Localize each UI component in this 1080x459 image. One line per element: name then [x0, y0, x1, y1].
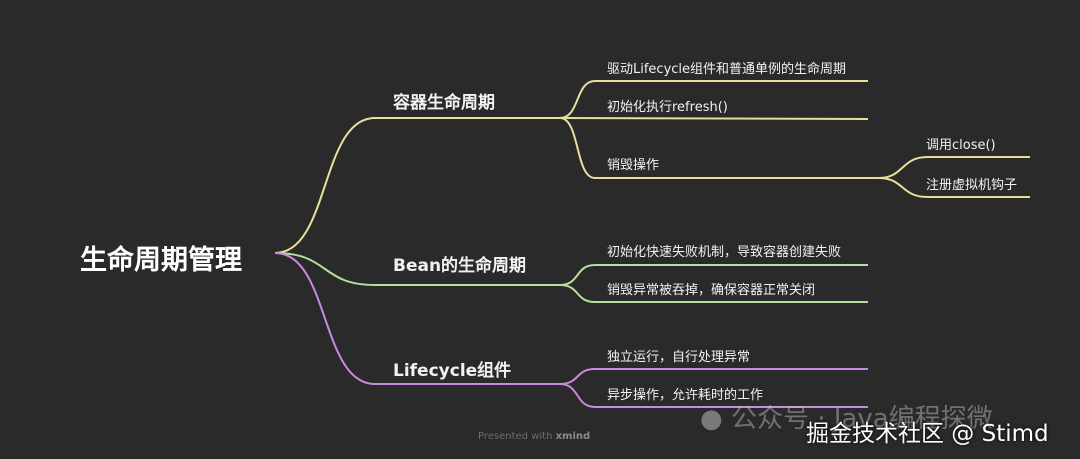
topic-call-close[interactable]: 调用close() — [926, 138, 996, 153]
xmind-footer: Presented with xmind — [478, 431, 590, 442]
topic-register-hook[interactable]: 注册虚拟机钩子 — [926, 178, 1018, 193]
connector-branch3-child1 — [559, 368, 868, 385]
branch-container-lifecycle[interactable]: 容器生命周期 — [393, 93, 495, 113]
topic-drive-lifecycle[interactable]: 驱动Lifecycle组件和普通单例的生命周期 — [607, 62, 847, 77]
connector-child3-sub2 — [877, 177, 1030, 198]
topic-fail-fast[interactable]: 初始化快速失败机制，导致容器创建失败 — [607, 245, 842, 260]
topic-destroy[interactable]: 销毁操作 — [607, 158, 660, 173]
branch-bean-lifecycle[interactable]: Bean的生命周期 — [393, 256, 527, 276]
connector-branch1-child3 — [559, 117, 878, 179]
connector-branch1-child1 — [559, 80, 868, 119]
connector-branch3-child2 — [559, 383, 868, 408]
footer-brand: xmind — [555, 431, 591, 442]
wechat-watermark-text: 公众号 · Java编程探微 — [730, 404, 993, 434]
footer-prefix: Presented with — [478, 431, 553, 442]
topic-swallow-exception[interactable]: 销毁异常被吞掉，确保容器正常关闭 — [607, 283, 816, 298]
topic-async-operation[interactable]: 异步操作，允许耗时的工作 — [607, 388, 764, 403]
connector-child3-sub1 — [877, 156, 1030, 179]
wechat-icon: ● — [700, 404, 723, 434]
branch-lifecycle-component[interactable]: Lifecycle组件 — [393, 361, 512, 381]
topic-independent-run[interactable]: 独立运行，自行处理异常 — [607, 350, 751, 365]
wechat-watermark: ● 公众号 · Java编程探微 — [700, 398, 993, 435]
connector-root-branch1 — [274, 117, 560, 254]
connector-branch2-child1 — [559, 264, 868, 286]
juejin-watermark: 掘金技术社区 @ Stimd — [806, 421, 1049, 447]
root-topic[interactable]: 生命周期管理 — [80, 245, 242, 276]
topic-init-refresh[interactable]: 初始化执行refresh() — [607, 100, 728, 115]
connector-root-branch2 — [274, 252, 560, 286]
connector-branch1-child2 — [559, 117, 869, 120]
connector-root-branch3 — [274, 252, 560, 385]
connector-branch2-child2 — [559, 284, 868, 303]
